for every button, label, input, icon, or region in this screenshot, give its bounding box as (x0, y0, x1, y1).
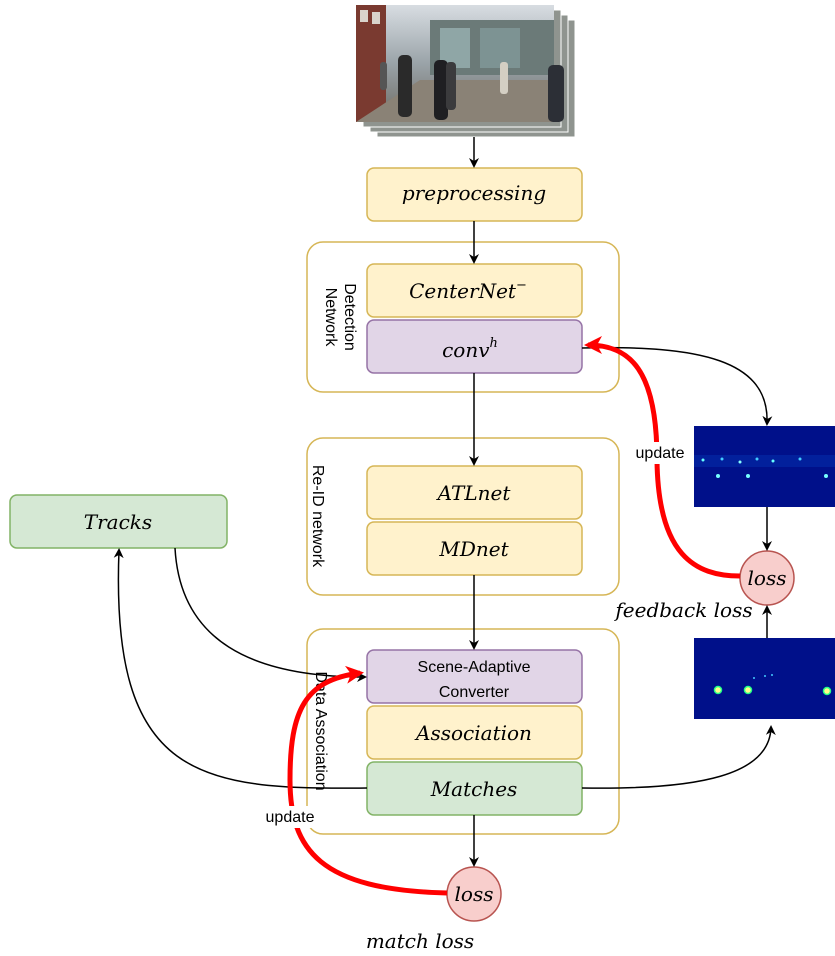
svg-text:Association: Association (414, 721, 532, 745)
svg-text:loss: loss (455, 882, 494, 906)
match-loss-node: loss (446, 866, 502, 922)
data-association-label: Data Association (312, 671, 329, 790)
atlnet-block: ATLnet (366, 465, 583, 520)
data-association-group (306, 628, 620, 835)
arrow-matches-to-tracks (113, 548, 368, 789)
detection-network-label: Detection (341, 283, 358, 351)
svg-text:loss: loss (748, 566, 787, 590)
centernet-block: CenterNet− (366, 263, 583, 318)
detection-network-label-2: Network (322, 288, 339, 348)
svg-text:Converter: Converter (439, 684, 510, 701)
preprocessing-block: preprocessing (366, 167, 583, 222)
scene-adaptive-converter-block: Scene-Adaptive Converter (366, 649, 583, 704)
svg-text:preprocessing: preprocessing (402, 181, 546, 205)
predicted-heatmap-image (694, 426, 835, 507)
svg-text:Matches: Matches (430, 777, 518, 801)
detection-network-group (306, 241, 620, 393)
video-frame-stack-icon (356, 5, 576, 138)
svg-text:Tracks: Tracks (84, 510, 152, 534)
svg-text:MDnet: MDnet (438, 537, 509, 561)
conv-head-block: convh (366, 319, 583, 374)
svg-text:convh: convh (442, 336, 498, 362)
svg-text:Scene-Adaptive: Scene-Adaptive (418, 659, 531, 676)
update-label-bottom: update (266, 809, 315, 826)
tracks-block: Tracks (9, 494, 228, 549)
reid-network-label: Re-ID network (309, 465, 326, 568)
update-label-top: update (636, 445, 685, 462)
feedback-loss-node: loss (739, 550, 795, 606)
feedback-loss-label: feedback loss (613, 598, 752, 622)
arrow-tracks-to-converter (174, 547, 367, 682)
update-arrow-match (287, 665, 448, 896)
mdnet-block: MDnet (366, 521, 583, 576)
matches-block: Matches (366, 761, 583, 816)
association-block: Association (366, 705, 583, 760)
match-loss-label: match loss (366, 929, 474, 953)
reid-network-group (306, 437, 620, 596)
street-scene-image (356, 5, 564, 122)
target-heatmap-image (694, 638, 835, 719)
arrow-matches-to-target-heatmap (581, 725, 776, 789)
svg-text:CenterNet−: CenterNet− (409, 278, 527, 303)
svg-text:ATLnet: ATLnet (436, 481, 512, 505)
arrow-conv-to-heatmap (581, 346, 773, 426)
